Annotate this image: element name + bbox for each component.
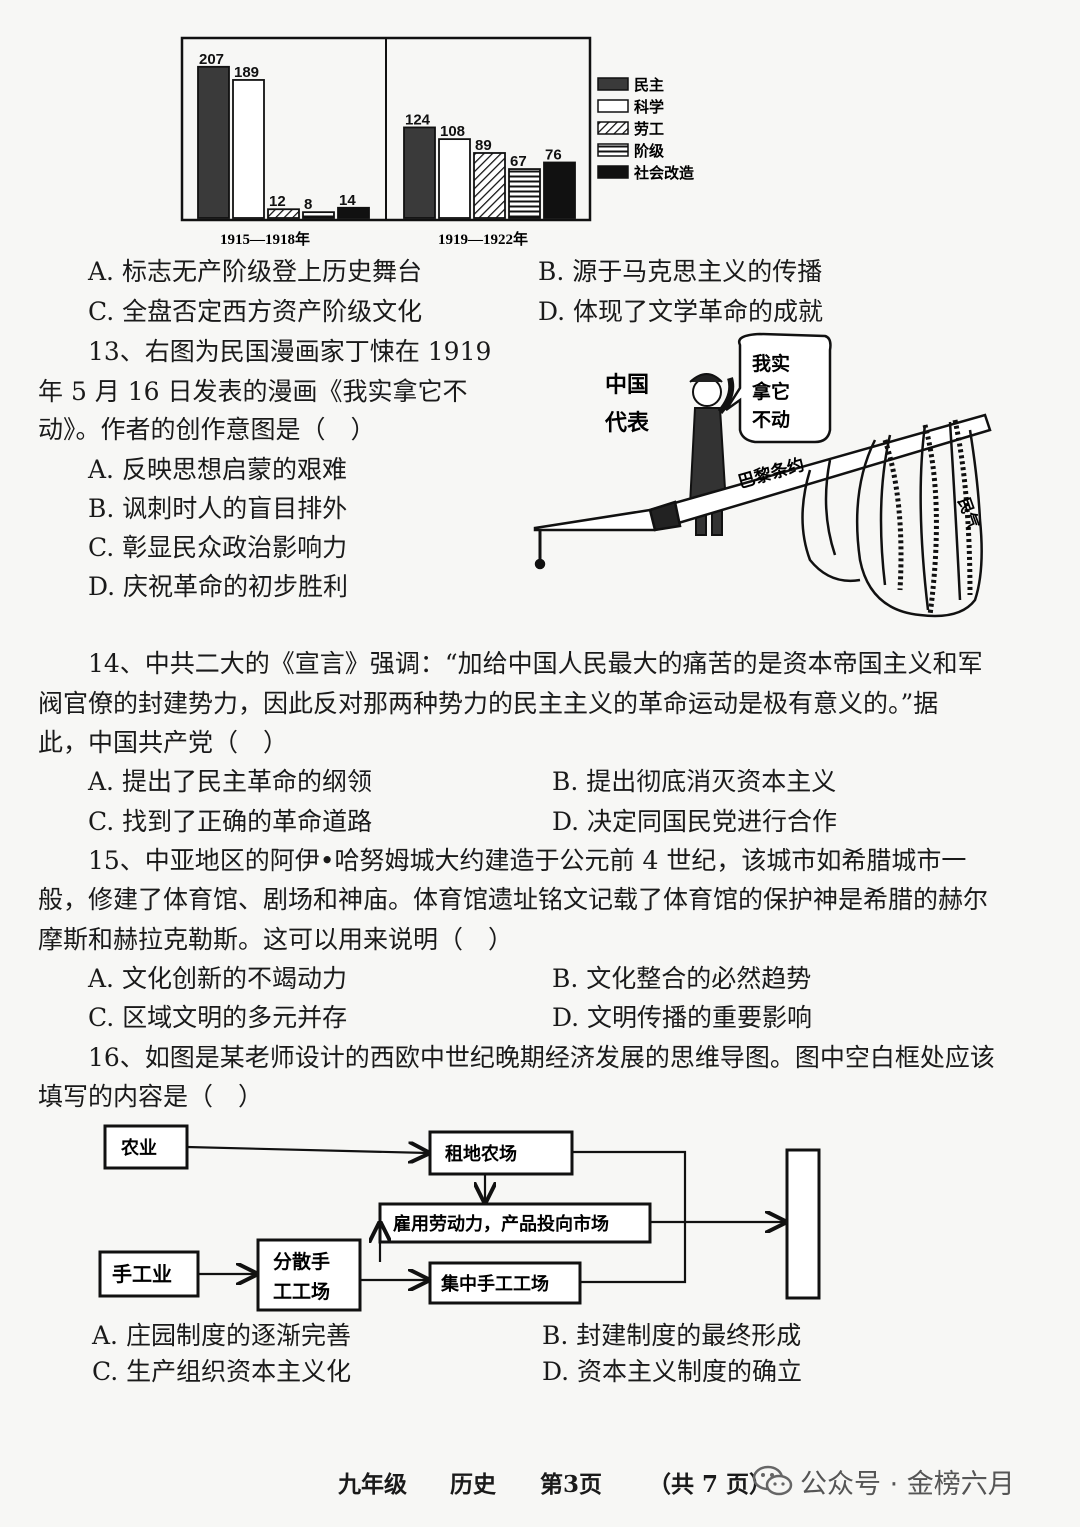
bar-value-label: 207	[199, 51, 224, 68]
cartoon-label-representative: 代表	[604, 410, 650, 436]
cartoon-label-china: 中国	[605, 372, 649, 398]
bar-value-label: 124	[405, 111, 431, 128]
q14-option-a: A. 提出了民主革命的纲领	[88, 767, 372, 796]
bubble-line-3: 不动	[752, 409, 790, 431]
label-centralized: 集中手工工场	[440, 1273, 549, 1295]
connector-farm-right	[572, 1150, 687, 1222]
q12-option-d: D. 体现了文学革命的成就	[538, 297, 824, 326]
q16-stem-1: 16、如图是某老师设计的西欧中世纪晚期经济发展的思维导图。图中空白框处应该	[88, 1043, 995, 1072]
q15-option-b: B. 文化整合的必然趋势	[552, 964, 812, 993]
q13-stem-2: 年 5 月 16 日发表的漫画《我实拿它不	[38, 377, 468, 406]
legend-label: 民主	[634, 76, 664, 94]
legend-label: 阶级	[634, 142, 665, 160]
cartoon-illustration: 中国 代表 我实 拿它 不动 巴黎条约 民气	[533, 332, 992, 618]
bar-value-label: 89	[475, 137, 492, 154]
arrow-agri-to-farm	[186, 1147, 428, 1153]
q13-option-d: D. 庆祝革命的初步胜利	[88, 572, 349, 601]
box-blank-answer	[785, 1148, 821, 1300]
label-lease-farm: 租地农场	[445, 1143, 517, 1165]
cloth-bundle	[801, 421, 983, 618]
bar-value-label: 8	[304, 196, 312, 213]
q14-stem-1: 14、中共二大的《宣言》强调：“加给中国人民最大的痛苦的是资本帝国主义和军	[88, 649, 983, 678]
legend-swatch	[597, 77, 629, 91]
watermark-text: 公众号 · 金榜六月	[800, 1469, 1015, 1500]
q15-option-c: C. 区域文明的多元并存	[88, 1003, 348, 1032]
legend-swatch	[597, 143, 629, 157]
q13-option-a: A. 反映思想启蒙的艰难	[88, 455, 347, 484]
bar-value-label: 14	[339, 192, 356, 209]
q16-option-b: B. 封建制度的最终形成	[542, 1321, 802, 1350]
bar-value-label: 12	[269, 193, 286, 210]
q14-option-c: C. 找到了正确的革命道路	[88, 807, 373, 836]
q16-stem-2: 填写的内容是（ ）	[38, 1082, 264, 1111]
q14-stem-3: 此，中国共产党（ ）	[38, 728, 289, 757]
legend-swatch	[597, 99, 629, 113]
bar-chart: 207 124 189 108 12 89 8 67 14 76 1915—1918年 1919—…	[180, 36, 694, 248]
q15-stem-2: 般，修建了体育馆、剧场和神庙。体育馆遗址铭文记载了体育馆的保护神是希腊的赫尔	[38, 885, 989, 914]
bar-0-2	[267, 208, 300, 219]
q15-option-d: D. 文明传播的重要影响	[552, 1003, 813, 1032]
bar-0-4	[337, 206, 370, 219]
q12-option-b: B. 源于马克思主义的传播	[538, 257, 823, 286]
q14-stem-2: 阀官僚的封建势力，因此反对那两种势力的民主主义的革命运动是极有意义的。”据	[38, 689, 939, 718]
rope	[882, 419, 973, 616]
q15-stem-1: 15、中亚地区的阿伊•哈努姆城大约建造于公元前 4 世纪，该城市如希腊城市一	[88, 846, 967, 875]
q13-option-b: B. 讽刺时人的盲目排外	[88, 494, 348, 523]
q13-option-c: C. 彰显民众政治影响力	[88, 533, 348, 562]
q16-option-a: A. 庄园制度的逐渐完善	[92, 1321, 351, 1350]
group-label-2: 1919—1922年	[438, 230, 528, 248]
label-agriculture: 农业	[120, 1137, 157, 1159]
bar-value-label: 67	[510, 153, 527, 170]
bar-0-1	[232, 79, 265, 219]
legend-label: 社会改造	[633, 164, 694, 182]
q16-option-d: D. 资本主义制度的确立	[542, 1357, 803, 1386]
footer-page: 第3页	[540, 1471, 603, 1498]
brush	[533, 413, 992, 570]
bubble-line-1: 我实	[752, 352, 790, 375]
bar-1-4	[543, 161, 576, 219]
q16-option-c: C. 生产组织资本主义化	[92, 1357, 352, 1386]
legend-label: 科学	[634, 98, 664, 116]
label-dispersed-2: 工工场	[273, 1281, 330, 1303]
q12-option-a: A. 标志无产阶级登上历史舞台	[88, 257, 422, 286]
box-handicraft	[98, 1250, 200, 1298]
legend-label: 劳工	[634, 120, 664, 138]
label-hire-labor: 雇用劳动力，产品投向市场	[393, 1213, 609, 1235]
mind-map-diagram: 农业 租地农场 雇用劳动力，产品投向市场 手工业 分散手 工工场 集中手工工场	[98, 1124, 821, 1312]
label-dispersed-1: 分散手	[273, 1250, 330, 1273]
figure-representative	[688, 373, 735, 536]
box-agriculture	[103, 1124, 189, 1170]
q13-stem-3: 动》。作者的创作意图是（ ）	[38, 415, 376, 444]
bar-1-0	[403, 126, 436, 219]
footer-total-pages: （共 7 页）	[648, 1471, 773, 1498]
bar-value-label: 108	[440, 123, 465, 140]
bar-value-label: 189	[234, 64, 259, 81]
bubble-line-2: 拿它	[751, 380, 790, 403]
q15-stem-3: 摩斯和赫拉克勒斯。这可以用来说明（ ）	[38, 925, 514, 954]
footer-subject: 历史	[450, 1471, 496, 1498]
legend-swatch	[597, 165, 629, 179]
box-hire-labor	[378, 1202, 652, 1244]
label-handicraft: 手工业	[112, 1262, 172, 1286]
bar-value-label: 76	[545, 146, 562, 163]
q15-option-a: A. 文化创新的不竭动力	[88, 964, 347, 993]
footer-grade: 九年级	[338, 1471, 407, 1498]
box-lease-farm	[428, 1130, 574, 1176]
q14-option-b: B. 提出彻底消灭资本主义	[552, 767, 837, 796]
group-label-1: 1915—1918年	[220, 230, 310, 248]
q13-stem-1: 13、右图为民国漫画家丁悚在 1919	[88, 337, 492, 366]
bar-1-3	[508, 168, 541, 219]
speech-bubble	[724, 332, 832, 444]
q12-option-c: C. 全盘否定西方资产阶级文化	[88, 297, 423, 326]
connector-central-right	[580, 1222, 687, 1284]
legend-swatch	[597, 121, 629, 135]
bar-0-0	[197, 65, 230, 219]
wechat-icon	[752, 1465, 793, 1496]
bar-1-1	[438, 138, 471, 219]
bar-1-2	[473, 152, 506, 219]
q14-option-d: D. 决定同国民党进行合作	[552, 807, 838, 836]
bar-0-3	[302, 211, 335, 219]
